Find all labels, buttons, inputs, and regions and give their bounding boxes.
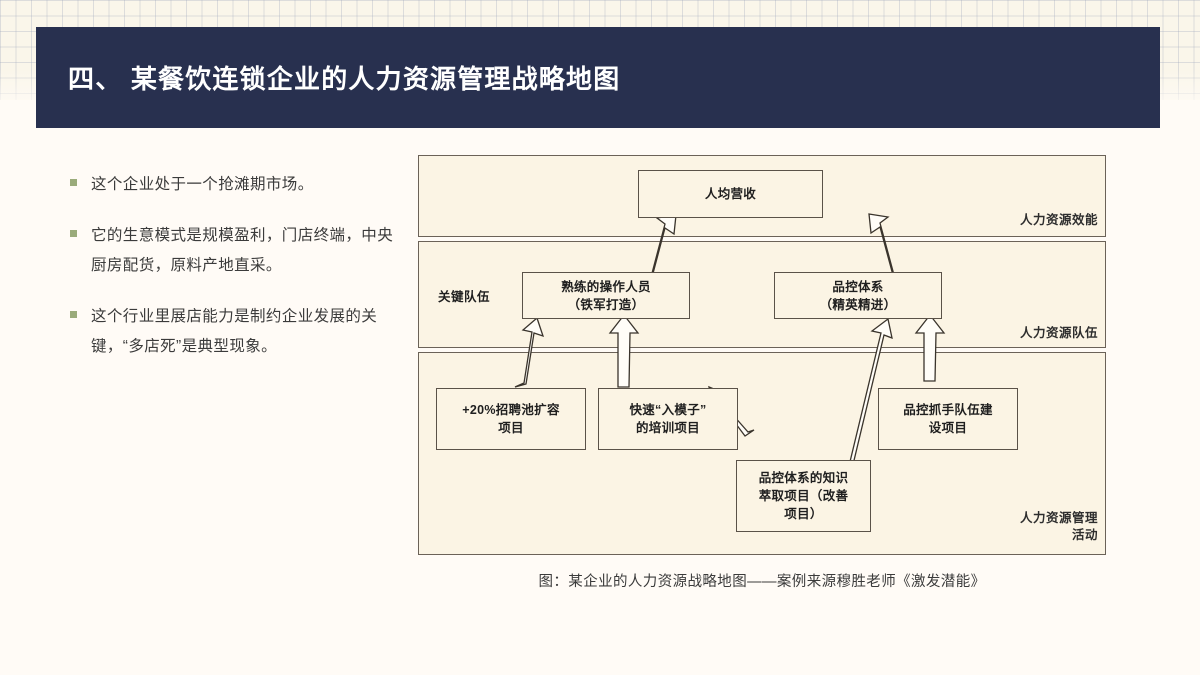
band-hr-effectiveness <box>418 155 1106 237</box>
bullet-text: 它的生意模式是规模盈利，门店终端，中央厨房配货，原料产地直采。 <box>91 227 394 274</box>
list-item: 它的生意模式是规模盈利，门店终端，中央厨房配货，原料产地直采。 <box>70 221 400 281</box>
node-quality-system[interactable]: 品控体系 （精英精进） <box>774 272 942 319</box>
band-label-activities: 人力资源管理 活动 <box>1019 511 1098 542</box>
page-title: 四、 某餐饮连锁企业的人力资源管理战略地图 <box>68 64 621 94</box>
bullet-square-icon <box>70 179 77 186</box>
node-skilled-operators[interactable]: 熟练的操作人员 （铁军打造） <box>522 272 690 319</box>
bullet-list: 这个企业处于一个抢滩期市场。 它的生意模式是规模盈利，门店终端，中央厨房配货，原… <box>70 170 400 383</box>
slide-header-bar: 四、 某餐饮连锁企业的人力资源管理战略地图 <box>36 27 1160 128</box>
node-fast-training-project[interactable]: 快速“入模子” 的培训项目 <box>598 388 738 450</box>
figure-caption: 图：某企业的人力资源战略地图——案例来源穆胜老师《激发潜能》 <box>538 574 986 590</box>
node-quality-team-building-project[interactable]: 品控抓手队伍建 设项目 <box>878 388 1018 450</box>
node-recruiting-pool-project[interactable]: +20%招聘池扩容 项目 <box>436 388 586 450</box>
bullet-square-icon <box>70 230 77 237</box>
bullet-text: 这个行业里展店能力是制约企业发展的关键，“多店死”是典型现象。 <box>91 308 378 355</box>
bullet-text: 这个企业处于一个抢滩期市场。 <box>91 176 314 193</box>
bullet-square-icon <box>70 311 77 318</box>
list-item: 这个行业里展店能力是制约企业发展的关键，“多店死”是典型现象。 <box>70 302 400 362</box>
list-item: 这个企业处于一个抢滩期市场。 <box>70 170 400 200</box>
side-label-key-workforce: 关键队伍 <box>438 290 491 304</box>
band-label-effectiveness: 人力资源效能 <box>1019 213 1098 227</box>
node-knowledge-extraction-project[interactable]: 品控体系的知识 萃取项目（改善 项目） <box>736 460 871 532</box>
node-revenue-per-capita[interactable]: 人均营收 <box>638 170 823 218</box>
strategy-map-diagram: 人力资源效能 人力资源队伍 人力资源管理 活动 关键队伍 人均营收 熟练的操作人… <box>418 155 1106 555</box>
band-label-workforce: 人力资源队伍 <box>1019 326 1098 340</box>
